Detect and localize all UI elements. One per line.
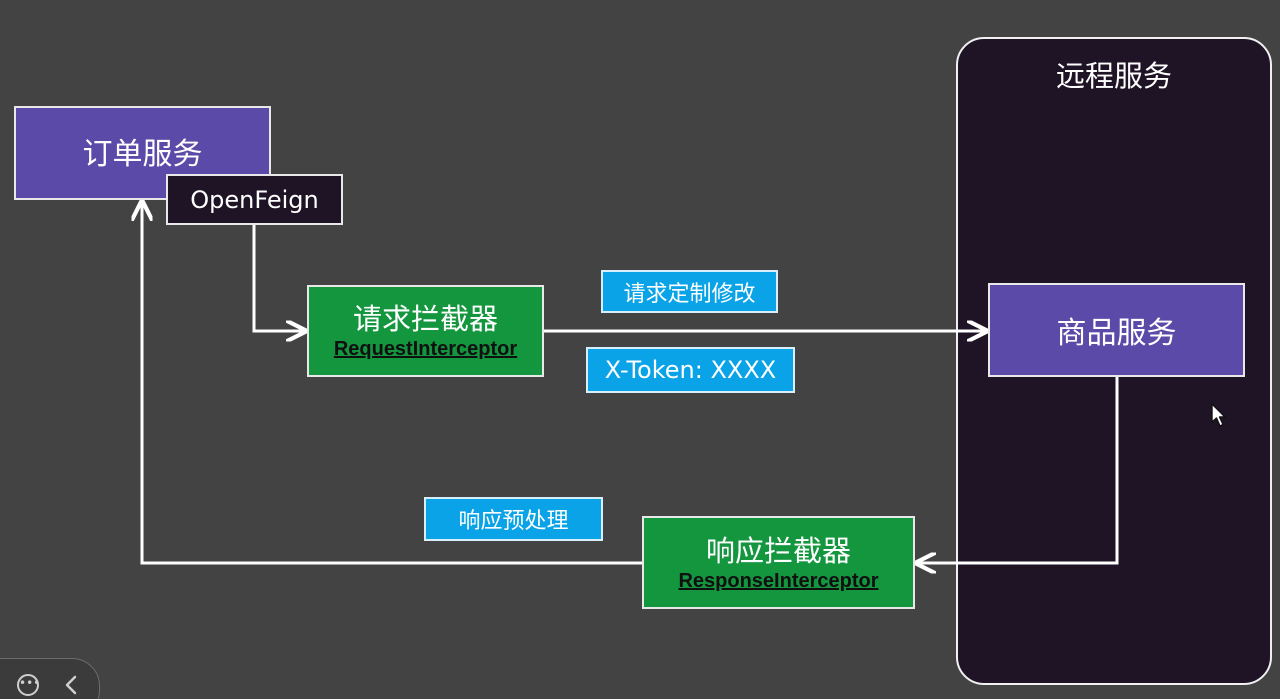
player-control-pill	[0, 658, 100, 699]
chevron-left-icon[interactable]	[62, 673, 80, 697]
arrow-product-service-to-response-interceptor	[917, 377, 1119, 563]
response-interceptor-box: 响应拦截器 ResponseInterceptor	[642, 516, 915, 609]
note-token-header-text: X-Token: XXXX	[604, 356, 777, 384]
note-response-preprocess-text: 响应预处理	[458, 509, 569, 534]
more-icon[interactable]: •••	[17, 674, 40, 696]
order-service-label: 订单服务	[82, 137, 203, 172]
product-service-box: 商品服务	[988, 283, 1245, 377]
order-service-box: 订单服务	[14, 106, 271, 200]
note-request-modify-text: 请求定制修改	[623, 281, 756, 307]
note-response-preprocess: 响应预处理	[424, 497, 603, 541]
remote-service-title: 远程服务	[1055, 59, 1172, 93]
request-interceptor-box: 请求拦截器 RequestInterceptor	[307, 285, 544, 377]
response-interceptor-label: 响应拦截器	[705, 533, 851, 568]
note-request-modify: 请求定制修改	[601, 270, 778, 313]
request-interceptor-label: 请求拦截器	[352, 302, 498, 336]
openfeign-label: OpenFeign	[190, 185, 319, 214]
arrow-response-interceptor-to-order-service	[142, 202, 642, 565]
mouse-cursor-icon	[1211, 403, 1226, 427]
request-interceptor-class-name: RequestInterceptor	[333, 338, 518, 360]
response-interceptor-class-name: ResponseInterceptor	[678, 569, 879, 592]
openfeign-box: OpenFeign	[166, 174, 343, 225]
product-service-label: 商品服务	[1056, 316, 1177, 351]
arrow-openfeign-to-request-interceptor	[252, 225, 305, 331]
note-token-header: X-Token: XXXX	[586, 347, 795, 393]
